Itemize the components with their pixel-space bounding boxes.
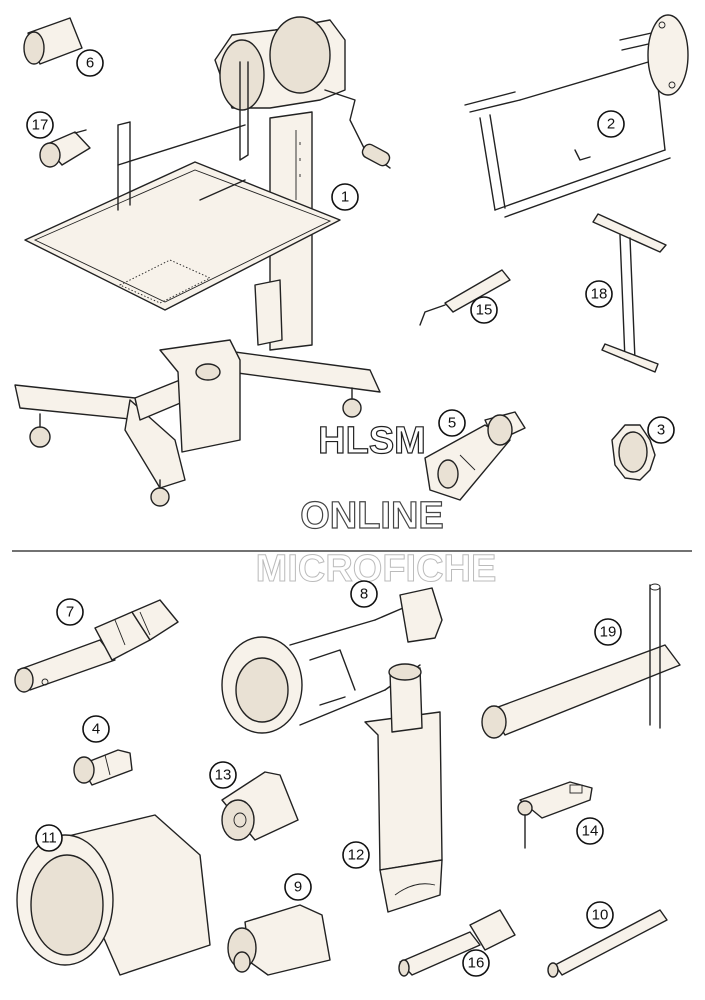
part-2-engine-bracket [464,14,689,218]
callout-6-label: 6 [86,55,94,72]
part-5-seal-tool [424,411,526,501]
callout-19: 19 [594,618,622,646]
callout-17-label: 17 [32,117,49,134]
callout-13-label: 13 [215,767,232,784]
callout-3-label: 3 [657,422,665,439]
callout-4: 4 [82,715,110,743]
callout-8: 8 [350,580,378,608]
part-16-stepped-drift [398,909,516,977]
part-6-sleeve [23,17,83,65]
callout-18: 18 [585,280,613,308]
callout-11-label: 11 [41,830,57,847]
callout-15: 15 [470,296,498,324]
watermark: HLSM ONLINE MICROFICHE [255,419,497,590]
callout-10-label: 10 [592,907,609,924]
watermark-line-2: ONLINE [300,495,444,537]
part-19-t-bar-drift [481,583,681,739]
callout-14-label: 14 [582,823,599,840]
callout-16: 16 [462,949,490,977]
part-4-bushing-drift [73,749,133,786]
part-13-cone [221,771,299,841]
callout-7: 7 [56,598,84,626]
part-10-pin [547,909,668,978]
callout-19-label: 19 [600,624,617,641]
watermark-line-1: HLSM [318,420,426,462]
part-12-clamp-holder [364,663,443,913]
callout-8-label: 8 [360,586,368,603]
part-9-bushing [227,904,331,976]
part-7-threaded-puller [14,599,179,693]
callout-2-label: 2 [607,116,615,133]
part-15-angled-pin [419,269,511,326]
callout-12-label: 12 [348,847,365,864]
part-18-t-handle [592,213,667,373]
watermark-line-3: MICROFICHE [256,548,497,590]
callout-12: 12 [342,841,370,869]
callout-9-label: 9 [294,879,302,896]
callout-17: 17 [26,111,54,139]
callout-6: 6 [76,49,104,77]
callout-16-label: 16 [468,955,485,972]
part-3-snap-ring [611,424,656,481]
callout-9: 9 [284,873,312,901]
callout-5-label: 5 [448,415,456,432]
part-11-large-drift [16,814,211,976]
callout-14: 14 [576,817,604,845]
part-17-adapter [39,129,91,168]
callout-10: 10 [586,901,614,929]
callout-18-label: 18 [591,286,608,303]
callout-3: 3 [647,416,675,444]
callout-7-label: 7 [66,604,74,621]
callout-1: 1 [331,183,359,211]
callout-11: 11 [35,824,63,852]
callout-2: 2 [597,110,625,138]
callout-13: 13 [209,761,237,789]
part-1-engine-stand [14,16,391,507]
part-8-bearing-puller [221,587,443,734]
callout-1-label: 1 [341,189,349,206]
callout-15-label: 15 [476,302,493,319]
callout-5: 5 [438,409,466,437]
part-14-clamp-lever [517,781,593,849]
callout-4-label: 4 [92,721,100,738]
